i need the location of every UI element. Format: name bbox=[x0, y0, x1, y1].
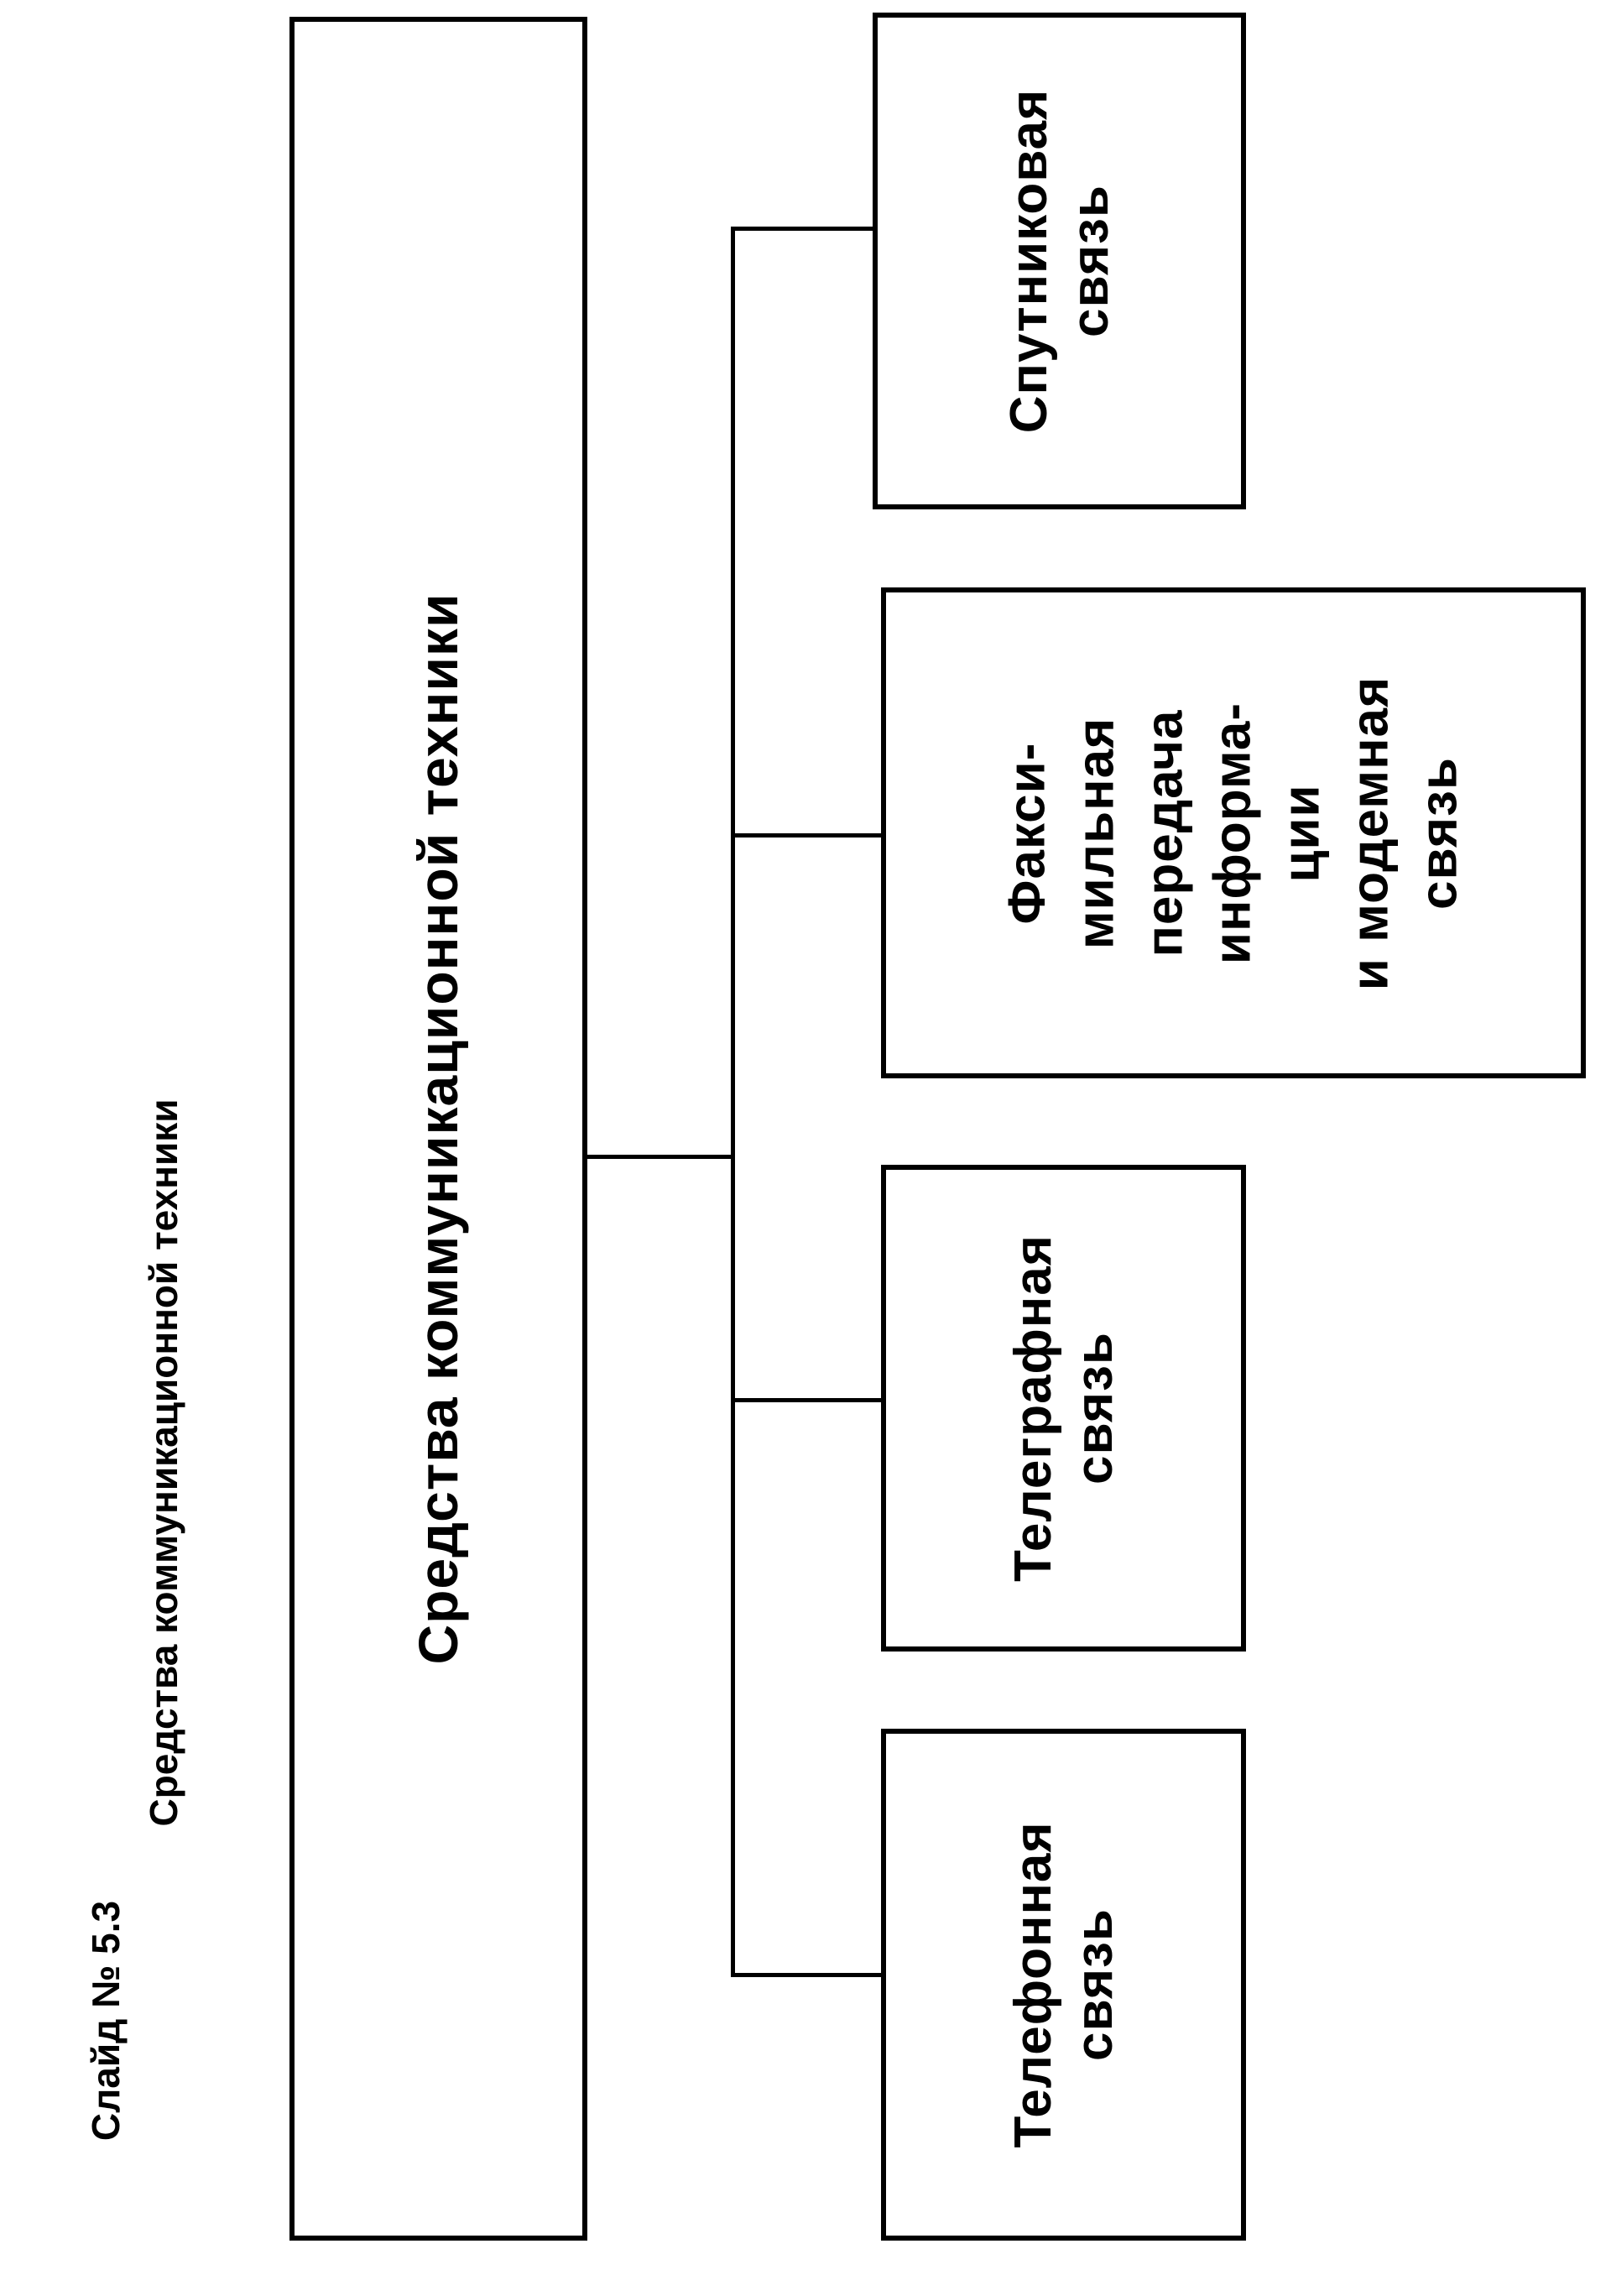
slide-number-label: Слайд № 5.3 bbox=[84, 1900, 128, 2142]
node-telephone: Телефонная связь bbox=[881, 1729, 1246, 2241]
connector-branch-telephone bbox=[731, 1973, 882, 1977]
root-node: Средства коммуникационной техники bbox=[289, 17, 587, 2241]
connector-branch-satellite bbox=[731, 227, 873, 231]
slide-title: Средства коммуникационной техники bbox=[142, 1098, 185, 1827]
connector-branch-telegraph bbox=[731, 1398, 882, 1402]
node-satellite: Спутниковая связь bbox=[873, 13, 1246, 509]
connector-trunk bbox=[731, 227, 735, 1977]
connector-branch-fax bbox=[731, 833, 882, 838]
node-telegraph-label: Телеграфная связь bbox=[1004, 1234, 1124, 1582]
node-fax-modem: Факси- мильная передача информа- ции и м… bbox=[881, 587, 1586, 1078]
connector-root-to-trunk bbox=[587, 1155, 733, 1159]
root-node-label: Средства коммуникационной техники bbox=[406, 592, 469, 1665]
node-satellite-label: Спутниковая связь bbox=[999, 88, 1119, 434]
node-telephone-label: Телефонная связь bbox=[1004, 1821, 1124, 2148]
node-fax-modem-label: Факси- мильная передача информа- ции и м… bbox=[998, 676, 1468, 990]
node-telegraph: Телеграфная связь bbox=[881, 1165, 1246, 1652]
